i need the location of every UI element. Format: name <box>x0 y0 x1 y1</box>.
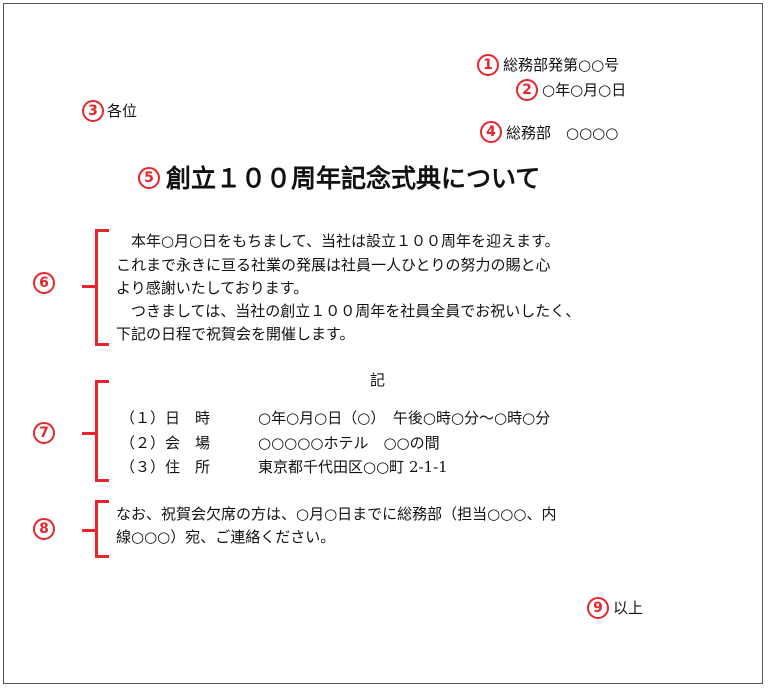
body-line: つきましては、当社の創立１００周年を社員全員でお祝いしたく、 <box>116 302 581 320</box>
note-line: なお、祝賀会欠席の方は、○月○日までに総務部（担当○○○、内 <box>116 505 557 523</box>
ki-heading: 記 <box>370 371 386 389</box>
marker-9: 9 <box>587 597 609 619</box>
body-line: より感謝いたしております。 <box>116 279 309 297</box>
details-bracket <box>95 380 109 482</box>
marker-8: 8 <box>33 518 55 540</box>
marker-7: 7 <box>33 422 55 444</box>
body-line: 下記の日程で祝賀会を開催します。 <box>116 325 355 343</box>
closing: 以上 <box>613 599 644 617</box>
detail-value-address: 東京都千代田区○○町 2-1-1 <box>258 458 448 476</box>
body-line: 本年○月○日をもちまして、当社は設立１００周年を迎えます。 <box>116 232 560 250</box>
document-date: ○年○月○日 <box>542 81 627 99</box>
marker-4: 4 <box>480 121 502 143</box>
marker-6: 6 <box>33 272 55 294</box>
recipient: 各位 <box>107 102 138 120</box>
document-number: 総務部発第○○号 <box>503 56 620 74</box>
details-bracket-stem <box>82 432 96 435</box>
marker-3: 3 <box>82 100 104 122</box>
document-title: 創立１００周年記念式典について <box>166 164 541 193</box>
marker-1: 1 <box>477 54 499 76</box>
body-bracket <box>95 229 109 346</box>
note-bracket <box>95 500 109 558</box>
marker-5: 5 <box>138 167 160 189</box>
marker-2: 2 <box>516 79 538 101</box>
body-bracket-stem <box>82 285 96 288</box>
body-line: これまで永きに亘る社業の発展は社員一人ひとりの努力の賜と心 <box>116 256 551 274</box>
detail-label-venue: （２）会 場 <box>120 434 211 452</box>
note-bracket-stem <box>82 529 96 532</box>
note-line: 線○○○）宛、ご連絡ください。 <box>116 528 336 546</box>
detail-label-datetime: （１）日 時 <box>120 409 211 427</box>
detail-value-venue: ○○○○○ホテル ○○の間 <box>258 434 440 452</box>
detail-label-address: （３）住 所 <box>120 458 211 476</box>
detail-value-datetime: ○年○月○日（○） 午後○時○分～○時○分 <box>258 409 551 427</box>
document-frame <box>3 3 763 684</box>
sender: 総務部 ○○○○ <box>506 124 619 142</box>
